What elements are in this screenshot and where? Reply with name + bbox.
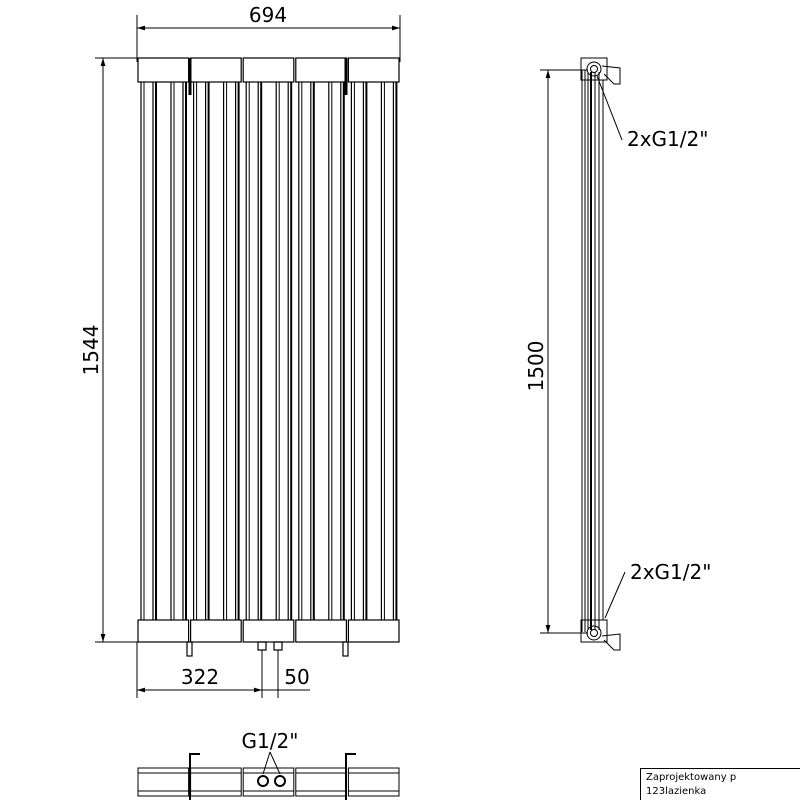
width-dimension: [136, 15, 401, 62]
offset-dimension: [136, 642, 310, 698]
wall-bracket-foot: [186, 641, 193, 657]
top-header: [295, 57, 347, 83]
top-header: [190, 57, 242, 83]
wall-bracket-foot: [342, 641, 349, 657]
valve-connector: [257, 641, 267, 651]
wall-bracket: [189, 753, 200, 800]
offset-label: 322: [181, 665, 219, 689]
title-block-line1: Zaprojektowany p: [646, 772, 737, 783]
title-block: Zaprojektowany p 123lazienka: [640, 768, 800, 800]
bottom-section: [295, 767, 347, 797]
top-header: [347, 57, 400, 83]
leader-line: [262, 751, 271, 775]
valve-connector: [273, 641, 283, 651]
pipe-connection-icon: [274, 775, 286, 787]
top-header: [242, 57, 295, 83]
leader-line: [269, 751, 281, 775]
side-height-label: 1500: [524, 341, 548, 392]
title-block-line2: 123lazienka: [646, 786, 707, 797]
pipe-connection-icon: [257, 775, 269, 787]
height-dimension: [95, 57, 140, 643]
side-view: [540, 57, 626, 651]
width-label: 694: [249, 3, 287, 27]
top-connection-icon: [586, 61, 621, 85]
height-label: 1544: [79, 325, 103, 376]
bottom-header: [190, 619, 242, 643]
wall-bracket: [345, 753, 356, 800]
bottom-section: [190, 767, 242, 797]
bottom-header: [295, 619, 347, 643]
bottom-header: [347, 619, 400, 643]
bottom-header: [242, 619, 295, 643]
bottom-connection-label: G1/2": [242, 729, 299, 753]
bottom-header: [137, 619, 190, 643]
top-connection-label: 2xG1/2": [627, 127, 708, 151]
bottom-section: [242, 767, 295, 797]
bottom-section: [137, 767, 190, 797]
bottom-connection-label: 2xG1/2": [630, 560, 711, 584]
spacing-label: 50: [284, 665, 309, 689]
bottom-connection-icon: [586, 625, 621, 651]
bottom-view: [137, 751, 400, 800]
front-view: [137, 57, 400, 657]
top-header: [137, 57, 190, 83]
bottom-section: [347, 767, 400, 797]
